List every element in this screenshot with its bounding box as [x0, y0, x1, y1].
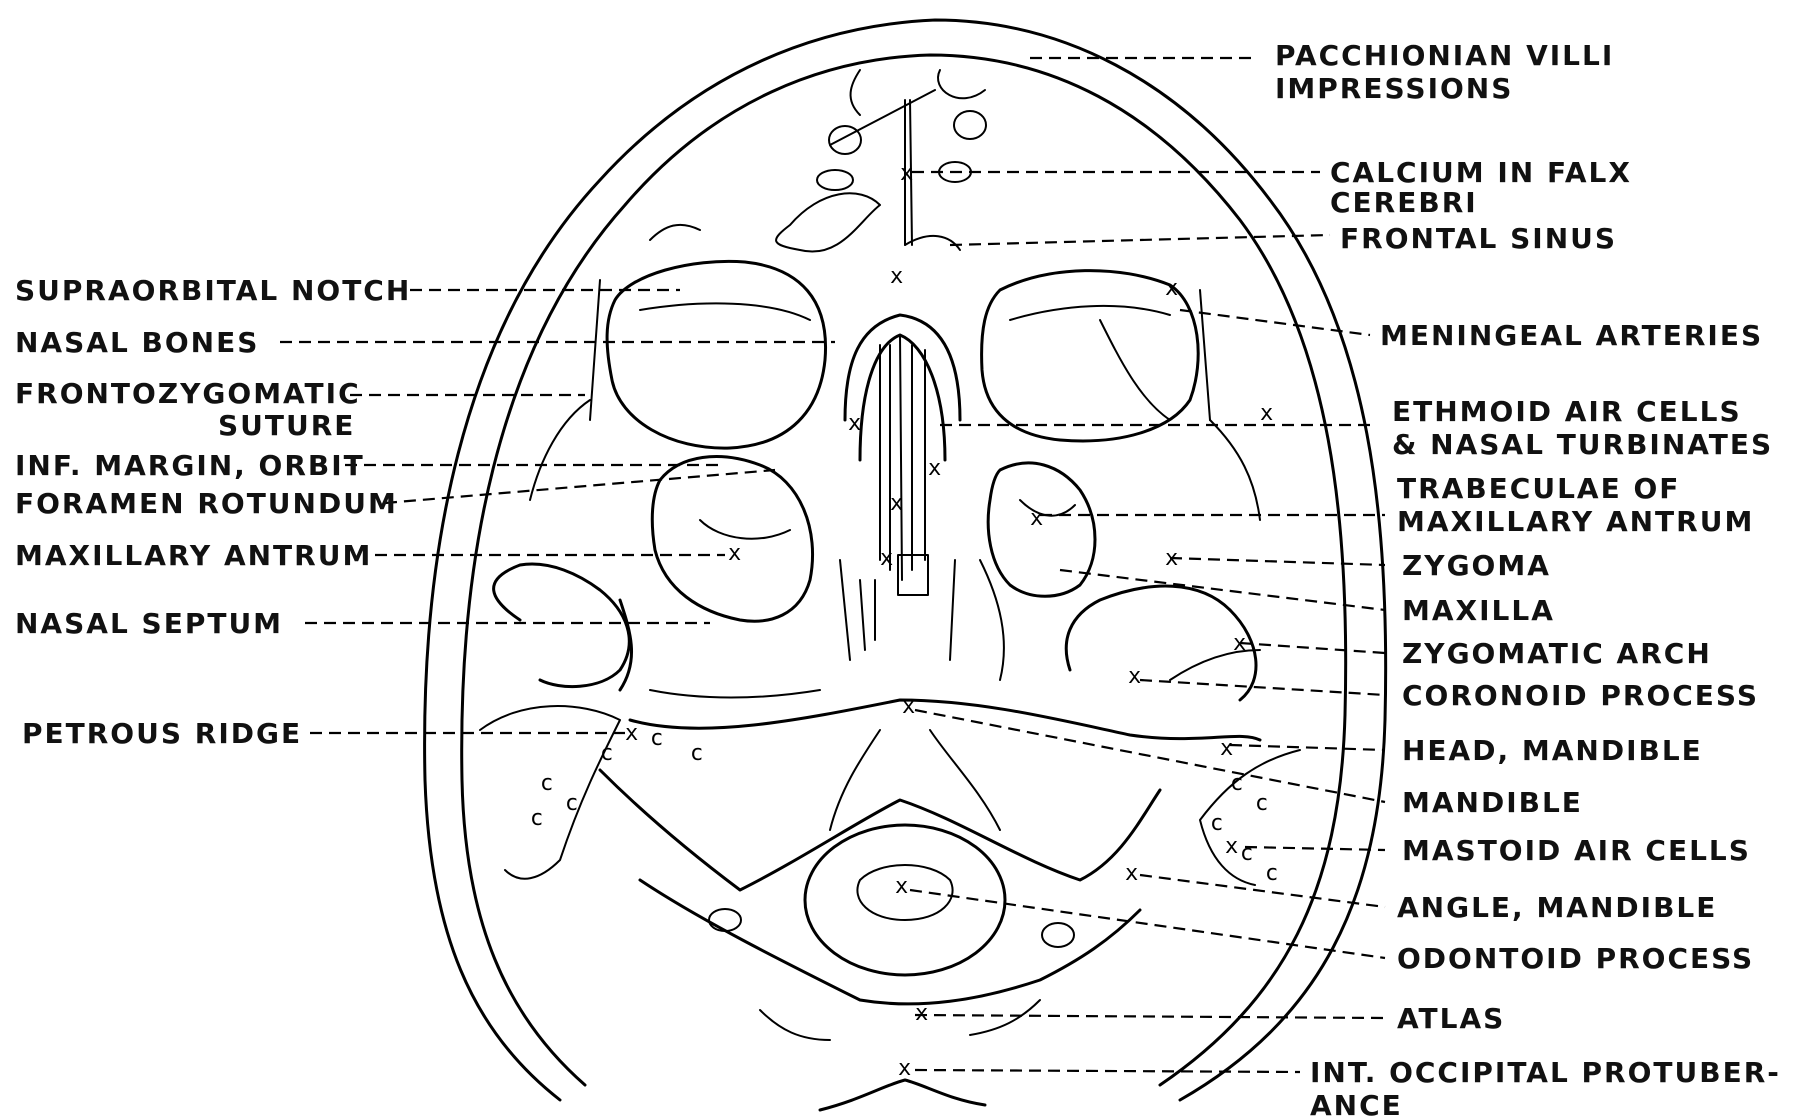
label-mandible: MANDIBLE — [1402, 786, 1583, 819]
marker: x — [1125, 861, 1138, 886]
label-inf-margin-orbit: INF. MARGIN, ORBIT — [15, 449, 365, 482]
marker: x — [890, 264, 903, 289]
label-angle-mandible: ANGLE, MANDIBLE — [1397, 891, 1717, 924]
label-nasal-bones: NASAL BONES — [15, 326, 259, 359]
label-int-occipital-protuber: INT. OCCIPITAL PROTUBER- — [1310, 1056, 1781, 1089]
marker: x — [895, 874, 908, 899]
marker: x — [1030, 506, 1043, 531]
marker: x — [848, 411, 861, 436]
marker: x — [898, 1056, 911, 1081]
label-nasal-septum: NASAL SEPTUM — [15, 607, 283, 640]
marker: x — [890, 491, 903, 516]
label-pacchionian-villi: PACCHIONIAN VILLI — [1275, 39, 1614, 72]
label-petrous-ridge: PETROUS RIDGE — [22, 717, 302, 750]
marker: x — [1225, 834, 1238, 859]
right-leaders — [910, 58, 1385, 1072]
label-odontoid-process: ODONTOID PROCESS — [1397, 942, 1754, 975]
label-maxillary-antrum: MAXILLARY ANTRUM — [15, 539, 372, 572]
label-coronoid-process: CORONOID PROCESS — [1402, 679, 1759, 712]
label-frontozygomatic-suture: SUTURE — [218, 409, 355, 442]
label-zygoma: ZYGOMA — [1402, 549, 1551, 582]
foramen-magnum — [709, 825, 1074, 1040]
svg-text:c: c — [1240, 841, 1253, 866]
maxillary-antra — [652, 457, 1095, 622]
frontal-region — [650, 70, 986, 252]
marker: x — [928, 456, 941, 481]
label-meningeal-arteries: MENINGEAL ARTERIES — [1380, 319, 1763, 352]
svg-text:c: c — [1255, 791, 1268, 816]
svg-text:c: c — [600, 741, 613, 766]
label-supraorbital-notch: SUPRAORBITAL NOTCH — [15, 274, 411, 307]
label-maxilla: MAXILLA — [1402, 594, 1555, 627]
marker: x — [900, 161, 913, 186]
label-mastoid-air-cells: MASTOID AIR CELLS — [1402, 834, 1751, 867]
marker: x — [915, 1001, 928, 1026]
label-zygomatic-arch: ZYGOMATIC ARCH — [1402, 637, 1712, 670]
label-calcium-cerebri: CEREBRI — [1330, 186, 1478, 219]
marker-glyphs: x x x x x x x x x x x x x x x x x x x x … — [625, 161, 1273, 1081]
right-labels: PACCHIONIAN VILLI IMPRESSIONS CALCIUM IN… — [1275, 39, 1781, 1120]
marker: x — [880, 546, 893, 571]
svg-text:c: c — [565, 791, 578, 816]
label-nasal-turbinates: & NASAL TURBINATES — [1392, 428, 1773, 461]
label-pacchionian-impressions: IMPRESSIONS — [1275, 72, 1513, 105]
marker: x — [1260, 401, 1273, 426]
left-labels: SUPRAORBITAL NOTCH NASAL BONES FRONTOZYG… — [15, 274, 411, 750]
marker: x — [1165, 276, 1178, 301]
marker: x — [1128, 664, 1141, 689]
marker: x — [902, 694, 915, 719]
label-foramen-rotundum: FORAMEN ROTUNDUM — [15, 487, 398, 520]
label-calcium-falx: CALCIUM IN FALX — [1330, 156, 1632, 189]
mandible-region — [494, 560, 1260, 1004]
nasal-region — [840, 315, 960, 660]
svg-text:c: c — [1265, 861, 1278, 886]
label-int-occipital-ance: ANCE — [1310, 1089, 1403, 1120]
label-maxillary-antrum-right: MAXILLARY ANTRUM — [1397, 505, 1754, 538]
label-ethmoid-air-cells: ETHMOID AIR CELLS — [1392, 395, 1742, 428]
marker: x — [1220, 736, 1233, 761]
label-frontozygomatic: FRONTOZYGOMATIC — [15, 377, 361, 410]
label-frontal-sinus: FRONTAL SINUS — [1340, 222, 1617, 255]
svg-text:c: c — [1210, 811, 1223, 836]
marker: x — [625, 721, 638, 746]
svg-text:c: c — [650, 726, 663, 751]
label-head-mandible: HEAD, MANDIBLE — [1402, 734, 1703, 767]
svg-text:c: c — [690, 741, 703, 766]
label-atlas: ATLAS — [1397, 1002, 1505, 1035]
label-trabeculae: TRABECULAE OF — [1397, 472, 1680, 505]
svg-text:c: c — [540, 771, 553, 796]
marker: x — [728, 541, 741, 566]
svg-text:c: c — [530, 806, 543, 831]
